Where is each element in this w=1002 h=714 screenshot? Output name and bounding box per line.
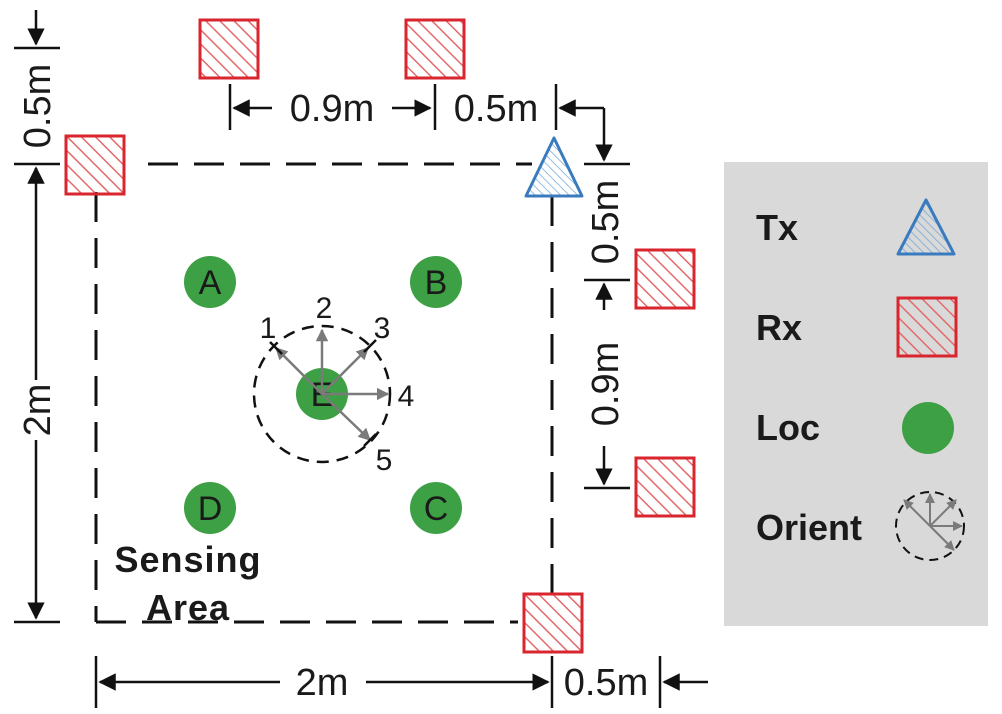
orientation-label-2: 2 [316, 292, 333, 325]
dim-top-spacing: 0.9m [290, 88, 374, 130]
legend-rx-label: Rx [756, 307, 802, 348]
dim-left-height: 2m [17, 384, 59, 437]
dim-right-top-offset: 0.5m [585, 180, 627, 264]
rx-icon [404, 18, 466, 80]
dim-top-right-offset: 0.5m [454, 88, 538, 130]
dim-top-left-offset: 0.5m [17, 64, 59, 148]
location-label: C [424, 490, 449, 528]
legend-rx-icon [896, 296, 958, 358]
rx-icon [634, 248, 696, 310]
rx-icon [634, 456, 696, 518]
legend-tx-icon [896, 198, 956, 256]
dim-bottom-right-offset: 0.5m [564, 662, 648, 704]
rx-icon [522, 592, 584, 654]
legend-tx-label: Tx [756, 207, 798, 248]
location-label: B [425, 264, 448, 302]
location-e-orientations: E 1 2 3 4 5 [252, 292, 415, 477]
orientation-arrow-5 [321, 393, 371, 441]
dim-bottom-width: 2m [296, 662, 349, 704]
location-b: B [410, 256, 462, 308]
tx-icon [524, 136, 584, 198]
orientation-label-4: 4 [398, 380, 415, 413]
legend: Tx Rx Loc Orient [724, 162, 988, 626]
orientation-label-5: 5 [376, 444, 393, 477]
rx-icon [198, 18, 260, 80]
legend-orient-icon [895, 491, 965, 561]
legend-orient-label: Orient [756, 507, 862, 548]
location-label: D [198, 490, 223, 528]
sensing-area-label-line1: Sensing [114, 539, 261, 580]
rx-icon [64, 134, 126, 196]
legend-loc-label: Loc [756, 407, 820, 448]
orientation-arrow-1 [275, 347, 323, 395]
legend-loc-icon [902, 402, 954, 454]
location-a: A [184, 256, 236, 308]
dim-right-spacing: 0.9m [585, 342, 627, 426]
orientation-arrow-3 [321, 347, 369, 395]
orientation-label-3: 3 [374, 312, 391, 345]
location-label: A [199, 264, 222, 302]
location-d: D [184, 482, 236, 534]
orientation-label-1: 1 [260, 312, 277, 345]
sensing-area-boundary [94, 162, 554, 624]
location-c: C [410, 482, 462, 534]
dimension-lines [14, 10, 708, 708]
sensing-area-label-line2: Area [146, 587, 230, 628]
